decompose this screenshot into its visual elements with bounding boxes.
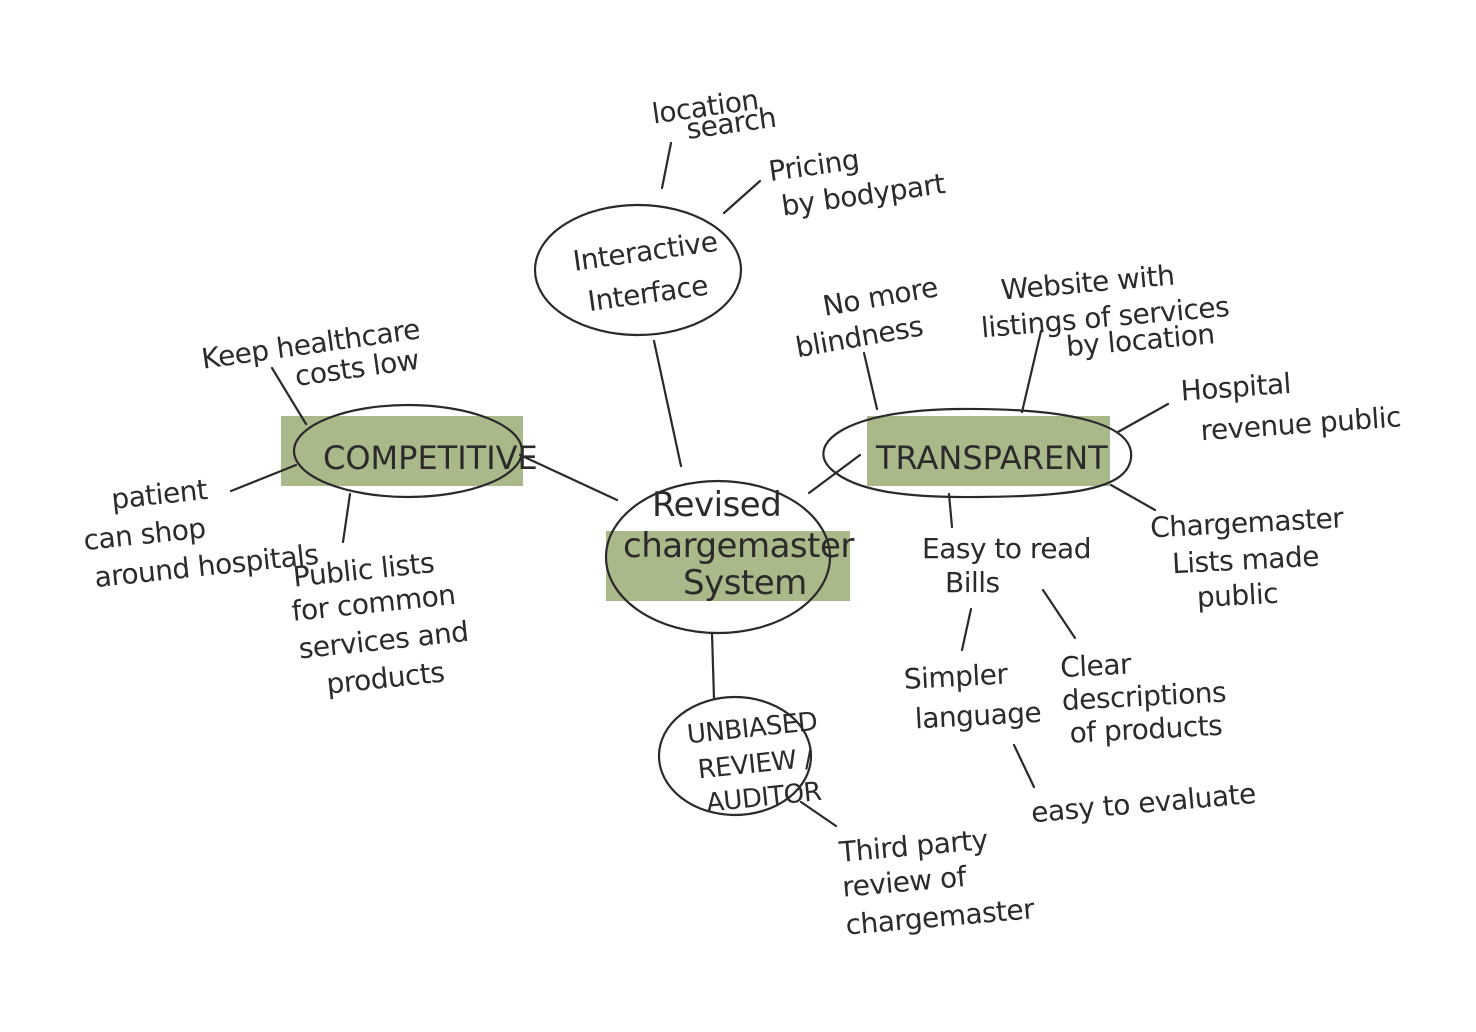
connector-easy-simpler	[960, 607, 973, 652]
website-label: Website with listings of services by loc…	[977, 253, 1241, 370]
third-party-label: Third party review of chargemaster	[837, 819, 1037, 941]
connector-transparent-easy	[947, 492, 954, 529]
simpler-language-label: Simpler language	[903, 656, 1042, 736]
easy-to-read-label: Easy to read Bills	[922, 532, 1099, 599]
transparent-highlight	[867, 416, 1110, 486]
connector-transparent-nomore	[862, 351, 879, 411]
hospital-revenue-label: Hospital revenue public	[1180, 359, 1402, 448]
connector-center-interactive	[652, 339, 683, 468]
connector-center-unbiased	[710, 631, 716, 701]
chargemaster-lists-label: Chargemaster Lists made public	[1149, 501, 1356, 616]
pricing-label: Pricing by bodypart	[766, 131, 947, 223]
interactive-label: Interactive Interface	[571, 224, 734, 320]
connector-interactive-location	[660, 141, 673, 190]
competitive-label: COMPETITIVE	[323, 439, 538, 477]
connector-center-transparent	[807, 453, 862, 495]
keep-healthcare-label: Keep healthcare costs low	[199, 311, 434, 405]
center-highlight	[606, 531, 850, 601]
connector-simpler-evaluate	[1012, 743, 1036, 789]
center-oval	[604, 479, 832, 635]
competitive-highlight	[281, 416, 523, 486]
connector-competitive-patient	[229, 463, 298, 493]
unbiased-label: UNBIASED REVIEW / AUDITOR	[686, 706, 834, 820]
transparent-label: TRANSPARENT	[875, 439, 1108, 477]
interactive-oval	[533, 203, 743, 337]
connector-transparent-chargemaster	[1109, 483, 1157, 512]
connector-competitive-keep	[270, 366, 308, 426]
no-more-blindness-label: No more blindness	[787, 269, 955, 364]
competitive-oval	[292, 403, 524, 499]
connector-competitive-public	[341, 492, 352, 544]
connector-transparent-website	[1020, 329, 1043, 414]
public-lists-label: Public lists for common services and pro…	[286, 542, 482, 703]
connector-interactive-pricing	[722, 179, 762, 215]
transparent-oval	[822, 407, 1133, 499]
connector-center-competitive	[518, 453, 619, 502]
unbiased-oval	[657, 695, 813, 817]
clear-descriptions-label: Clear descriptions of products	[1059, 642, 1237, 750]
center-label: Revised chargemaster System	[623, 485, 864, 603]
connector-unbiased-third	[799, 800, 838, 828]
connector-transparent-hospital	[1116, 402, 1170, 434]
easy-to-evaluate-label: easy to evaluate	[1030, 777, 1257, 830]
location-search-label: location search	[650, 81, 778, 150]
connector-easy-clear	[1041, 588, 1077, 640]
